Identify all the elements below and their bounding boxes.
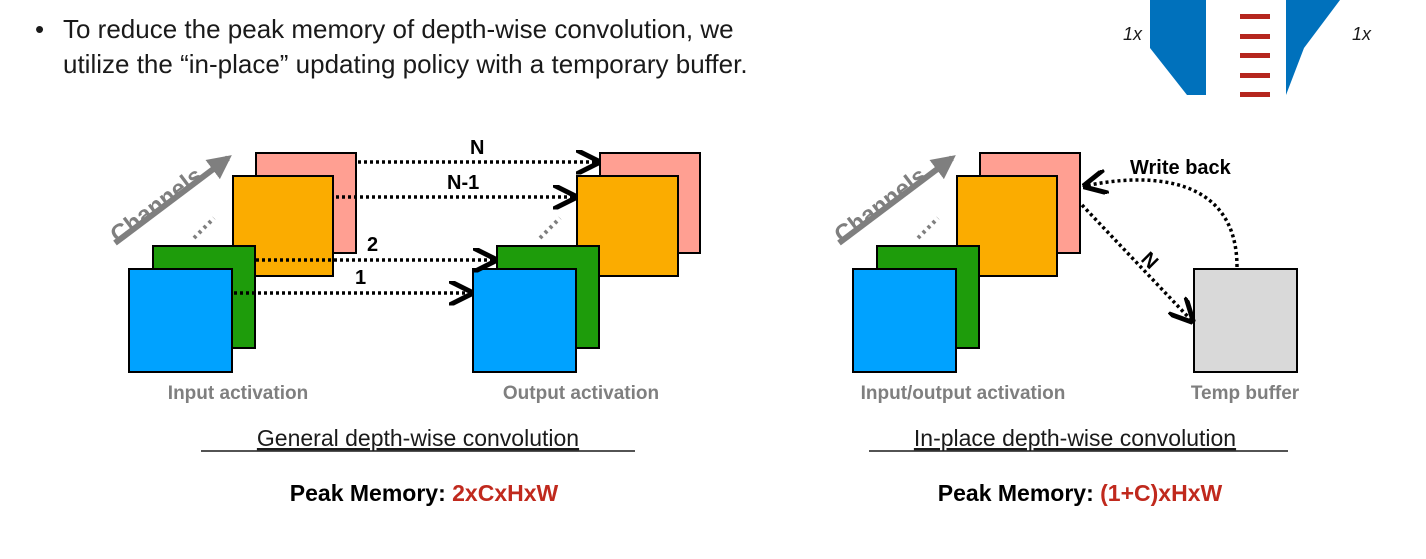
arrow-to-temp: [1080, 203, 1192, 321]
arrow-label-2: 2: [367, 234, 378, 256]
temp-buffer-label: Temp buffer: [1191, 383, 1300, 404]
general-peak-value: 2xCxHxW: [452, 480, 558, 506]
general-peak-label: Peak Memory:: [290, 480, 452, 506]
scale-left-label: 1x: [1123, 24, 1143, 44]
bullet-line-1: To reduce the peak memory of depth-wise …: [63, 14, 734, 44]
inplace-peak-value: (1+C)xHxW: [1100, 480, 1222, 506]
bar-4: [1240, 73, 1270, 78]
arrow-label-n-1: N-1: [447, 172, 479, 194]
input-blue-channel: [128, 268, 233, 373]
channels-label: Channels: [105, 162, 208, 249]
arrow-label-n: N: [470, 137, 484, 159]
memory-icon: 1x 1x: [1123, 0, 1372, 97]
channels-arrow-right: [837, 155, 956, 246]
write-back-arrow: [1085, 180, 1239, 268]
arrow-label-1: 1: [355, 267, 366, 289]
bar-2: [1240, 34, 1270, 39]
bullet-line-2: utilize the “in-place” updating policy w…: [63, 49, 748, 79]
channels-label-right: Channels: [829, 162, 932, 249]
channels-arrow: [113, 155, 232, 246]
bar-5: [1240, 92, 1270, 97]
inplace-peak-label: Peak Memory:: [938, 480, 1100, 506]
general-conv-diagram: Channels N N-1 2 1 Input activation Outp: [105, 137, 701, 506]
inplace-peak-memory: Peak Memory: (1+C)xHxW: [938, 480, 1223, 506]
scale-right-label: 1x: [1352, 24, 1372, 44]
channels-ellipsis-right: [916, 216, 940, 240]
inplace-caption: In-place depth-wise convolution: [914, 425, 1236, 451]
output-ellipsis: [538, 216, 562, 240]
output-blue-channel: [472, 268, 577, 373]
bar-3: [1240, 53, 1270, 58]
bullet-dot: •: [35, 14, 45, 44]
input-activation-label: Input activation: [168, 383, 308, 404]
left-arrow-shape: [1150, 0, 1206, 95]
inplace-conv-diagram: Channels N Write back Input/output activ…: [829, 152, 1300, 506]
write-back-label: Write back: [1130, 157, 1232, 179]
output-activation-label: Output activation: [503, 383, 659, 404]
io-activation-label: Input/output activation: [861, 383, 1066, 404]
channels-ellipsis: [192, 216, 216, 240]
right-arrow-shape: [1286, 0, 1340, 95]
general-caption: General depth-wise convolution: [257, 425, 579, 451]
arrow-label-n-right: N: [1136, 248, 1162, 274]
io-blue-channel: [852, 268, 957, 373]
bar-1: [1240, 14, 1270, 19]
general-peak-memory: Peak Memory: 2xCxHxW: [290, 480, 559, 506]
bullet-point: • To reduce the peak memory of depth-wis…: [35, 12, 995, 82]
temp-buffer: [1193, 268, 1298, 373]
